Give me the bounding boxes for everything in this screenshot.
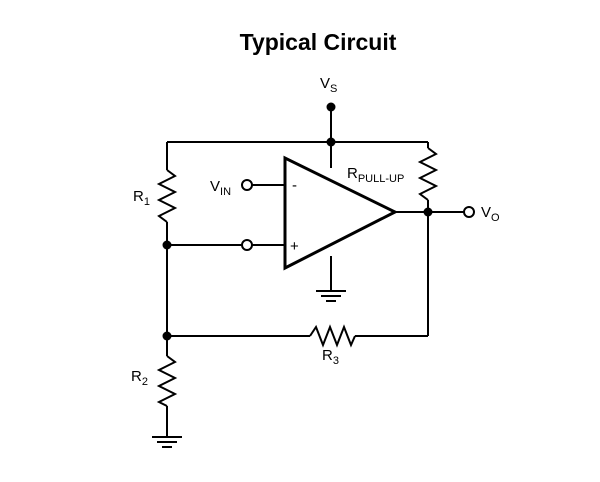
vs-label-sub: S — [330, 83, 337, 95]
noninverting-terminal — [241, 239, 253, 251]
vo-terminal — [463, 206, 475, 218]
r2-label: R2 — [131, 368, 148, 388]
r3-label-sub: 3 — [333, 355, 339, 367]
r1-label: R1 — [133, 188, 150, 208]
rpullup-label-sub: PULL-UP — [358, 173, 404, 185]
vo-label-sub: O — [491, 212, 500, 224]
rpullup-label-main: R — [347, 165, 358, 182]
r1-label-main: R — [133, 188, 144, 205]
resistor-r1 — [156, 169, 178, 223]
vs-label-main: V — [320, 75, 330, 92]
vs-label: VS — [320, 75, 337, 95]
output-junction — [423, 207, 433, 217]
vo-label: VO — [481, 204, 500, 224]
vin-label-sub: IN — [220, 186, 231, 198]
r1-node-junction — [162, 240, 172, 250]
ground-symbol-opamp — [316, 290, 346, 302]
r3-label: R3 — [322, 347, 339, 367]
diagram-title: Typical Circuit — [240, 29, 397, 55]
inverting-sign: - — [292, 177, 297, 194]
vin-label: VIN — [210, 178, 231, 198]
op-amp-triangle — [283, 155, 399, 271]
r1-label-sub: 1 — [144, 196, 150, 208]
op-amp: - + — [283, 155, 399, 271]
r3-label-main: R — [322, 347, 333, 364]
r2-node-junction — [162, 331, 172, 341]
noninverting-sign: + — [290, 238, 299, 255]
resistor-r3 — [309, 324, 356, 348]
vo-label-main: V — [481, 204, 491, 221]
r2-label-main: R — [131, 368, 142, 385]
r2-label-sub: 2 — [142, 376, 148, 388]
top-rail-junction — [326, 137, 336, 147]
vs-terminal-dot — [326, 102, 336, 112]
vin-label-main: V — [210, 178, 220, 195]
ground-symbol-r2 — [152, 436, 182, 448]
wires — [166, 107, 464, 436]
vin-terminal — [241, 179, 253, 191]
resistor-rpullup — [417, 147, 439, 201]
resistor-r2 — [156, 355, 178, 407]
junction-dots — [162, 102, 433, 341]
rpullup-label: RPULL-UP — [347, 165, 404, 185]
